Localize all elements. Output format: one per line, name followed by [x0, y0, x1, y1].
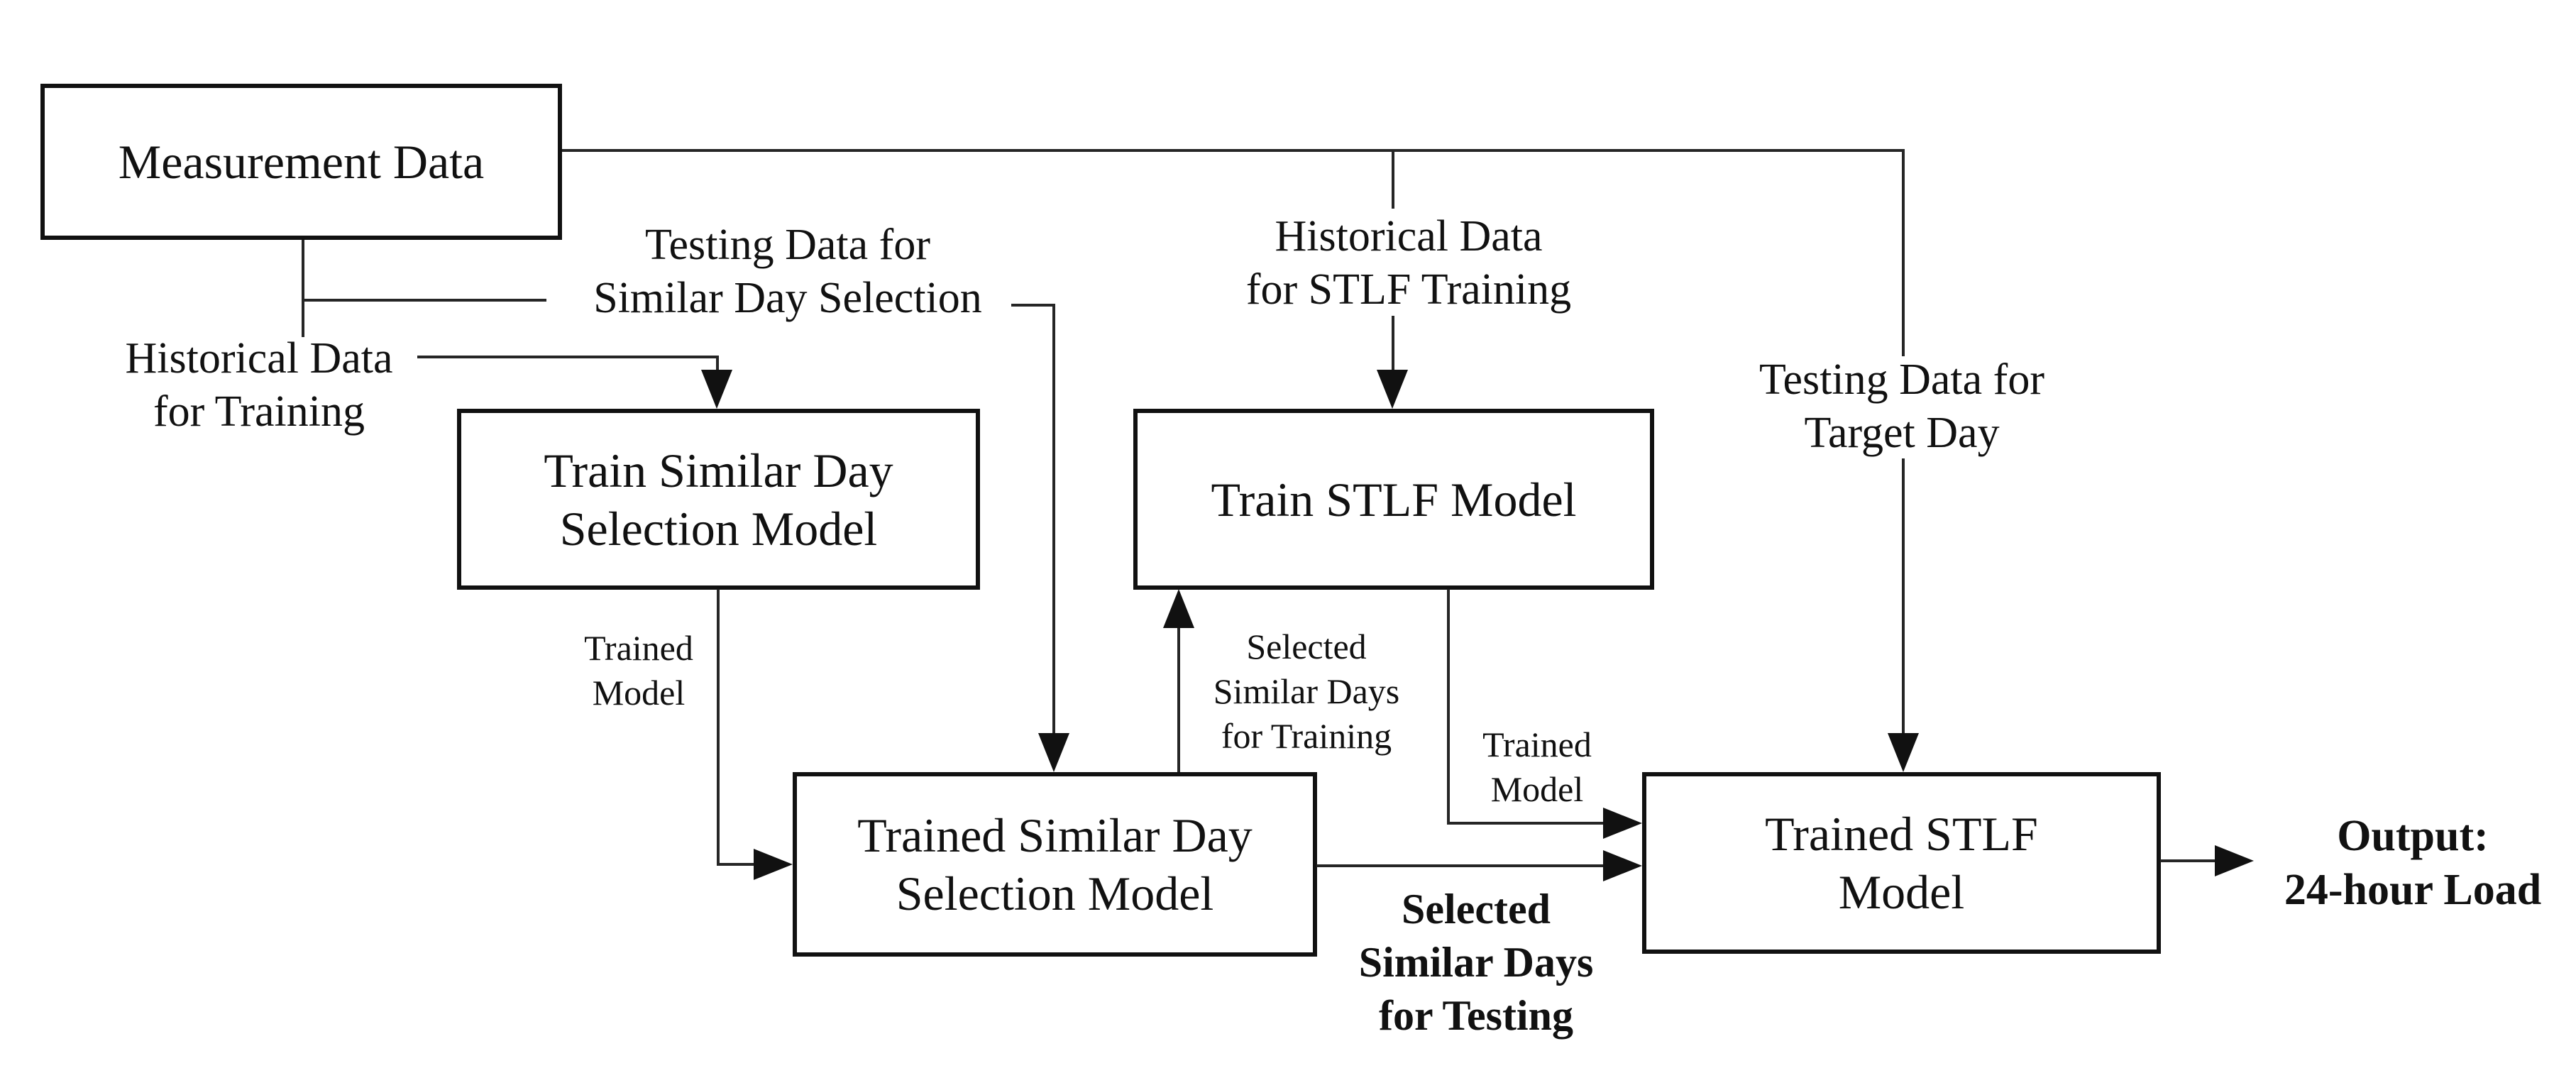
edge-testing-sds-right-segment: [1011, 304, 1055, 307]
label-line: for Training: [1221, 716, 1392, 756]
arrowhead-right-icon: [1603, 850, 1642, 881]
box-label: Selection Model: [559, 501, 878, 556]
label-line: Trained: [1482, 725, 1592, 764]
arrowhead-right-icon: [1603, 808, 1642, 839]
edge-selected-training-vertical: [1177, 593, 1180, 772]
label-testing-data-similar-day-selection: Testing Data for Similar Day Selection: [539, 219, 1036, 325]
label-line: Target Day: [1804, 409, 2000, 457]
box-label: Trained Similar Day: [857, 808, 1253, 862]
label-line: 24-hour Load: [2284, 866, 2542, 914]
box-label: Train Similar Day: [544, 443, 893, 497]
arrowhead-down-icon: [1377, 370, 1408, 409]
edge-trained-model-left-vertical: [717, 589, 720, 866]
box-label: Model: [1838, 865, 1965, 919]
edge-historical-stlf-lower: [1392, 316, 1394, 371]
label-line: Similar Days: [1358, 939, 1594, 986]
arrowhead-down-icon: [1888, 733, 1919, 772]
edge-historical-stlf-upper: [1392, 150, 1394, 209]
label-historical-data-for-stlf-training: Historical Data for STLF Training: [1217, 210, 1600, 317]
arrowhead-up-icon: [1163, 589, 1194, 628]
label-line: Testing Data for: [1759, 356, 2044, 404]
label-testing-data-for-target-day: Testing Data for Target Day: [1721, 353, 2083, 460]
label-line: Selected: [1246, 627, 1367, 666]
edge-testing-target-upper: [1902, 150, 1905, 356]
box-train-similar-day-selection-model: Train Similar Day Selection Model: [457, 409, 980, 590]
edge-trained-model-right-vertical: [1447, 589, 1450, 825]
label-selected-similar-days-for-training: Selected Similar Days for Training: [1186, 624, 1427, 759]
edge-measurement-bottom-drop: [302, 240, 304, 337]
label-line: Selected: [1402, 886, 1551, 932]
label-line: Historical Data: [1275, 212, 1543, 260]
label-line: Similar Days: [1213, 671, 1400, 711]
label-trained-model-right: Trained Model: [1459, 722, 1615, 812]
edge-trained-model-left-horizontal: [717, 863, 757, 866]
label-line: Model: [592, 673, 686, 712]
label-line: Model: [1490, 769, 1584, 809]
box-label: Train STLF Model: [1211, 472, 1577, 527]
label-line: Historical Data: [125, 334, 393, 383]
box-label: Selection Model: [896, 866, 1214, 920]
label-line: Output:: [2337, 812, 2489, 860]
box-train-stlf-model: Train STLF Model: [1133, 409, 1654, 590]
box-trained-stlf-model: Trained STLF Model: [1642, 772, 2161, 954]
label-line: for Testing: [1379, 992, 1573, 1039]
box-label: Measurement Data: [118, 135, 485, 189]
label-line: Similar Day Selection: [593, 274, 982, 322]
box-trained-similar-day-selection-model: Trained Similar Day Selection Model: [793, 772, 1317, 957]
arrowhead-down-icon: [701, 370, 732, 409]
edge-historical-training-drop: [716, 356, 719, 373]
label-line: for Training: [153, 387, 365, 436]
label-historical-data-for-training: Historical Data for Training: [85, 332, 433, 439]
label-line: Trained: [584, 628, 693, 668]
edge-testing-target-lower: [1902, 458, 1905, 733]
edge-testing-sds-drop: [1052, 304, 1055, 733]
edge-testing-sds-left-segment: [302, 299, 546, 302]
edge-historical-training-horizontal: [417, 356, 718, 358]
edge-trained-model-right-horizontal: [1447, 822, 1607, 825]
arrowhead-right-icon: [2215, 845, 2254, 876]
box-measurement-data: Measurement Data: [40, 84, 562, 240]
label-line: Testing Data for: [645, 221, 930, 269]
box-label: Trained STLF: [1765, 807, 2038, 861]
label-line: for STLF Training: [1245, 265, 1572, 314]
label-selected-similar-days-for-testing: Selected Similar Days for Testing: [1331, 883, 1622, 1042]
edge-selected-testing-horizontal: [1316, 864, 1607, 867]
arrowhead-down-icon: [1038, 733, 1069, 772]
edge-output-horizontal: [2160, 859, 2218, 862]
arrowhead-right-icon: [754, 849, 793, 880]
edge-measurement-top-bus: [562, 149, 1905, 152]
label-trained-model-left: Trained Model: [561, 626, 717, 715]
label-output-24-hour-load: Output: 24-hour Load: [2253, 809, 2572, 917]
